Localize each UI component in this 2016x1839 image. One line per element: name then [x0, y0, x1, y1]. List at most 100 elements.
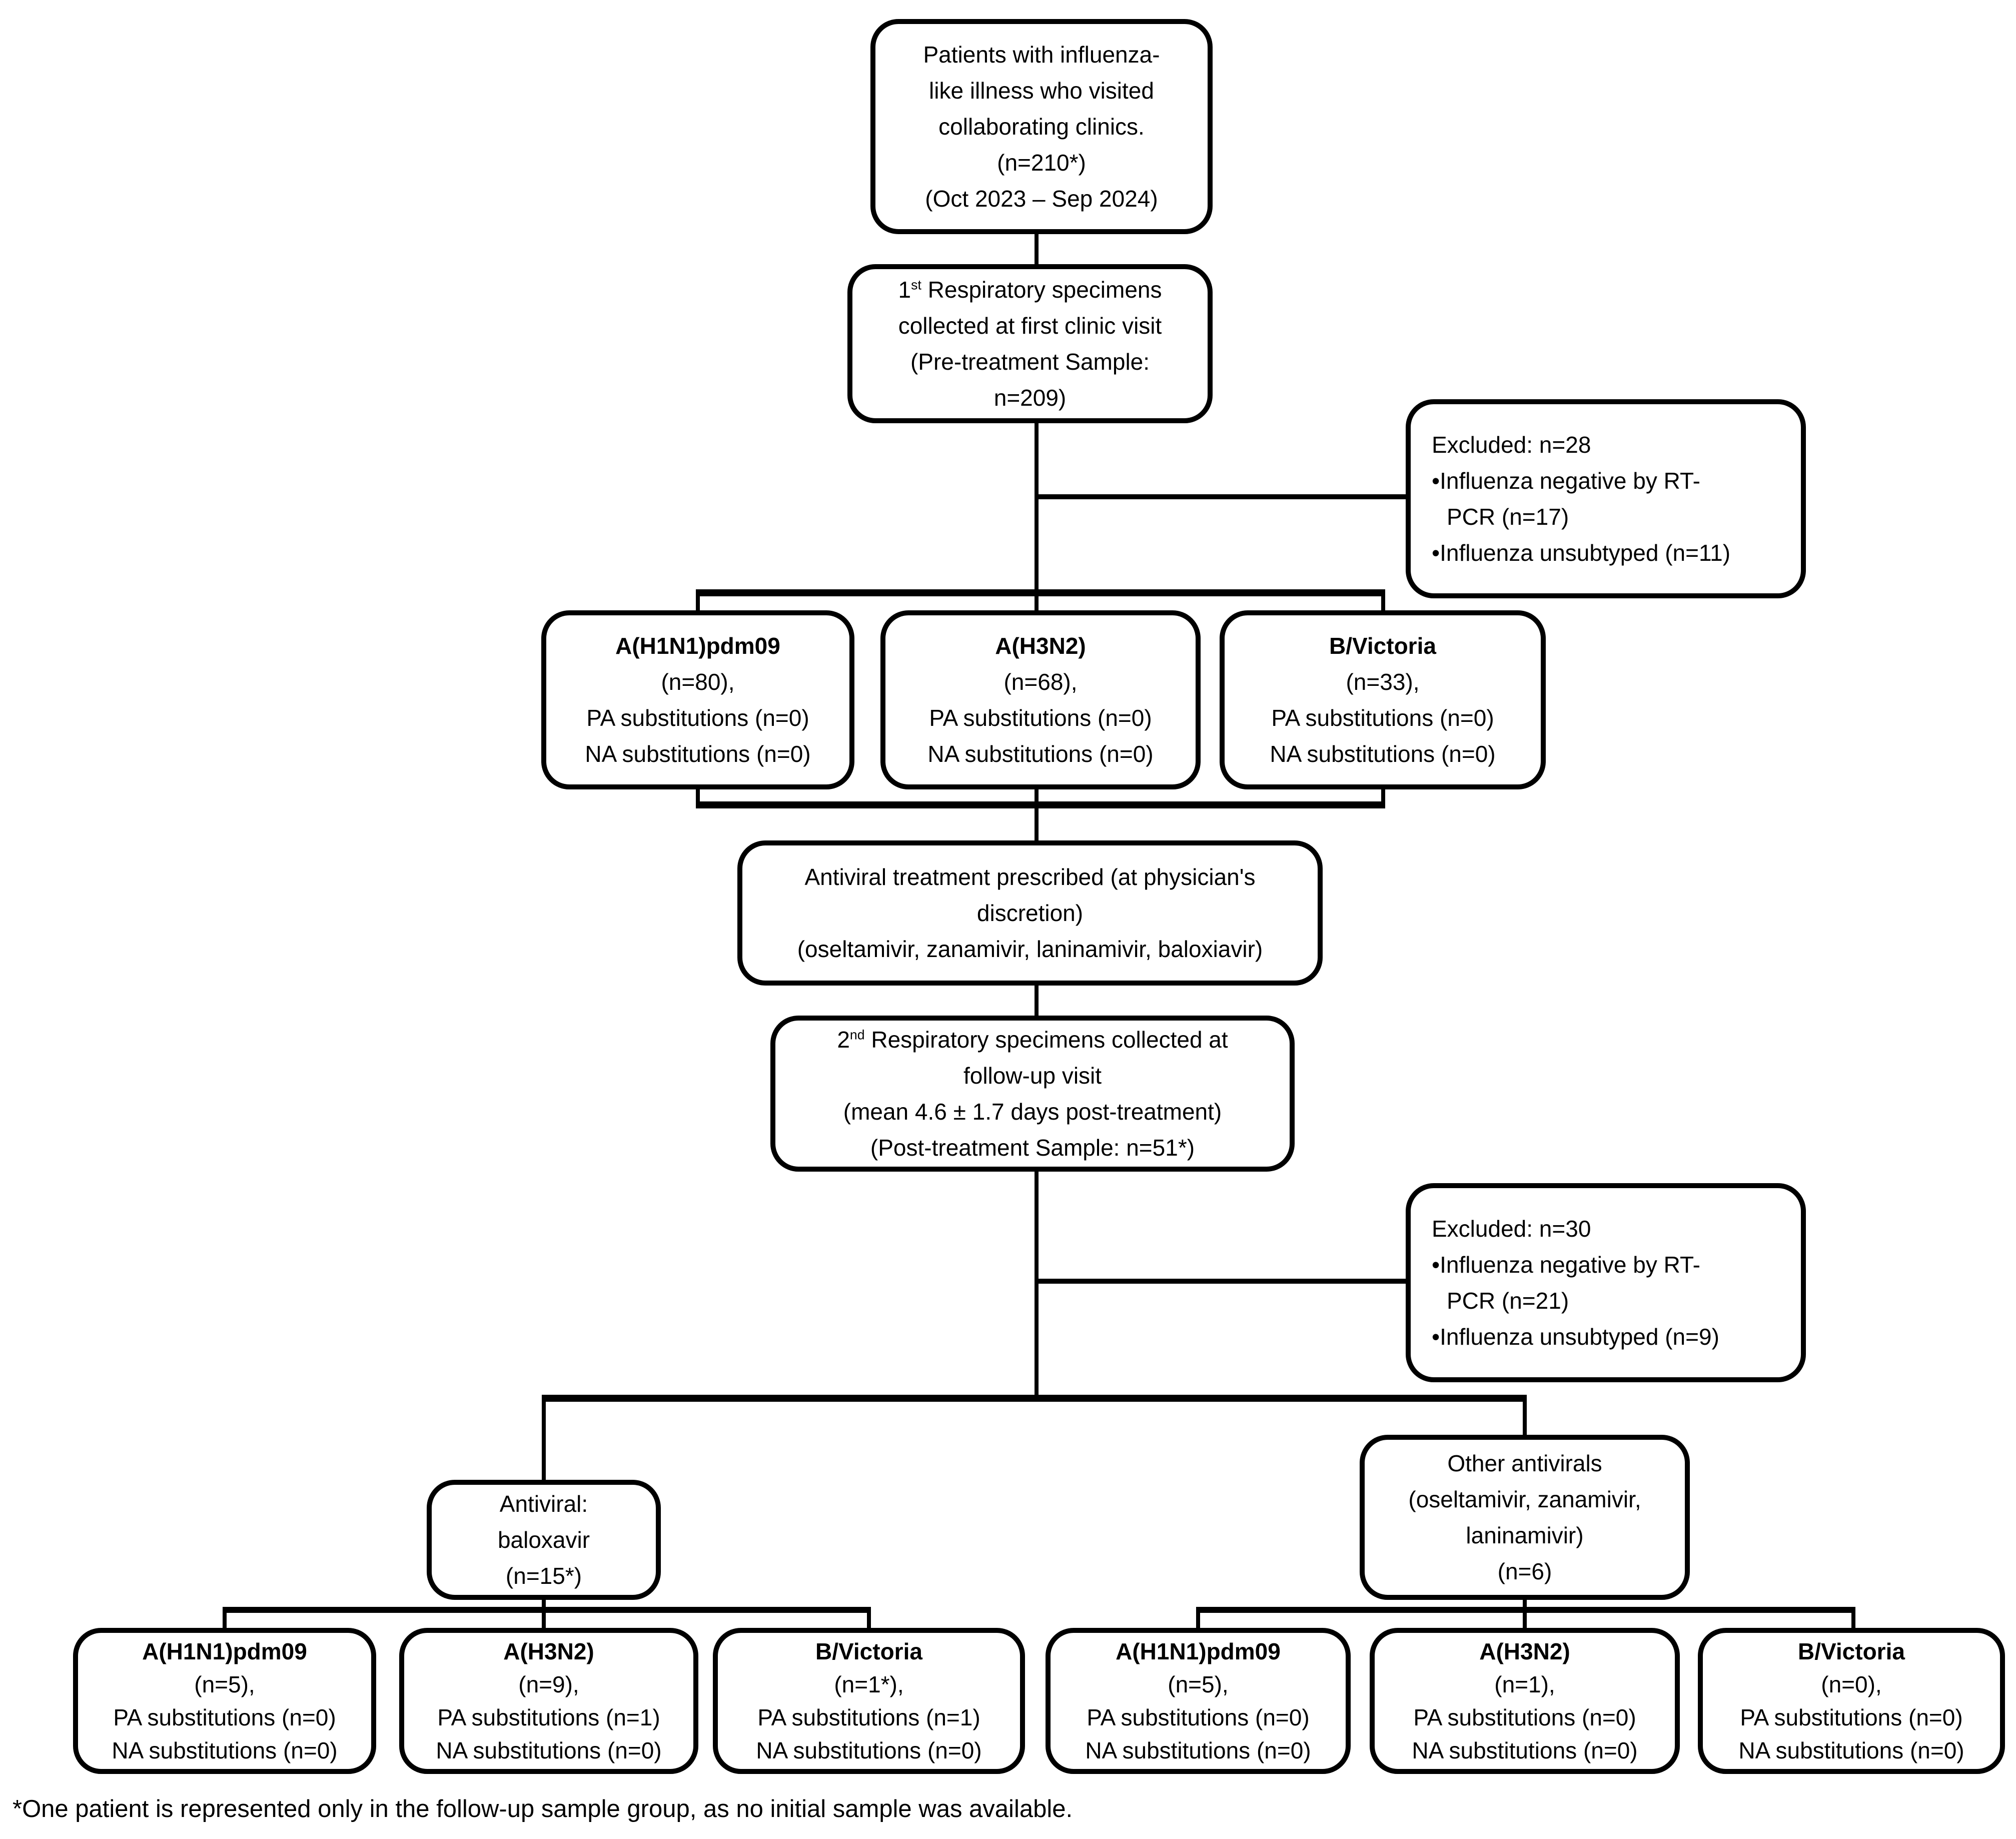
flow-node-line: (oseltamivir, zanamivir, [1408, 1486, 1641, 1512]
flow-node-line: (Oct 2023 – Sep 2024) [925, 186, 1158, 212]
flow-node-line: PCR (n=21) [1447, 1288, 1569, 1314]
flow-node-line: collaborating clinics. [938, 114, 1145, 140]
flow-node-line: PA substitutions (n=0) [1413, 1704, 1636, 1730]
flow-node-line: (n=1*), [834, 1671, 904, 1697]
node-patients: Patients with influenza-like illness who… [870, 19, 1213, 234]
flow-node-line: 2nd Respiratory specimens collected at [837, 1027, 1228, 1053]
node-antiviral-treatment: Antiviral treatment prescribed (at physi… [737, 840, 1323, 986]
flow-node-line: (n=33), [1346, 669, 1420, 695]
node-h1n1-other: A(H1N1)pdm09 (n=5), PA substitutions (n=0)… [1046, 1628, 1351, 1774]
node-h1n1-baloxavir: A(H1N1)pdm09(n=5),PA substitutions (n=0)… [73, 1628, 376, 1774]
flow-node-line: A(H1N1)pdm09 [615, 633, 780, 659]
flow-node-line: A(H3N2) [503, 1638, 594, 1664]
node-first-specimens: 1st Respiratory specimens collected at fi… [847, 264, 1213, 423]
flow-node-line: baloxavir [497, 1527, 590, 1553]
flow-node-line: (n=80), [661, 669, 735, 695]
flow-node-line: PA substitutions (n=1) [437, 1704, 660, 1730]
node-bvictoria-pre: B/Victoria(n=33),PA substitutions (n=0)N… [1220, 610, 1546, 789]
node-excluded-post: Excluded: n=30 •Influenza negative by RT-… [1406, 1183, 1806, 1382]
flow-node-line: NA substitutions (n=0) [927, 741, 1154, 767]
flow-node-line: •Influenza unsubtyped (n=11) [1432, 540, 1731, 566]
connector-line [1035, 1169, 1039, 1399]
node-h3n2-other: A(H3N2) (n=1), PA substitutions (n=0) NA su… [1370, 1628, 1680, 1774]
flow-node-line: (oseltamivir, zanamivir, laninamivir, ba… [797, 936, 1263, 962]
flow-node-line: (Pre-treatment Sample: [910, 349, 1150, 375]
flow-node-line: NA substitutions (n=0) [1085, 1737, 1311, 1763]
flow-node-line: NA substitutions (n=0) [112, 1737, 338, 1763]
flow-node-line: collected at first clinic visit [898, 313, 1162, 339]
flow-node-line: A(H3N2) [1479, 1638, 1570, 1664]
connector-line [1035, 983, 1039, 1019]
connector-line [1037, 494, 1407, 499]
flow-node-line: (mean 4.6 ± 1.7 days post-treatment) [843, 1099, 1222, 1125]
flow-node-line: •Influenza unsubtyped (n=9) [1432, 1324, 1719, 1350]
flow-node-line: laninamivir) [1466, 1522, 1584, 1548]
connector-line [542, 1597, 546, 1631]
flow-node-line: Excluded: n=30 [1432, 1216, 1591, 1242]
connector-line [1035, 420, 1039, 616]
flow-node-line: PA substitutions (n=0) [586, 705, 809, 731]
flow-node-line: Excluded: n=28 [1432, 432, 1591, 458]
connector-line [542, 1395, 1527, 1402]
flow-node-line: NA substitutions (n=0) [585, 741, 811, 767]
connector-line [1381, 593, 1385, 616]
flow-node-line: NA substitutions (n=0) [1270, 741, 1496, 767]
flow-node-line: A(H1N1)pdm09 [1116, 1638, 1281, 1664]
node-bvictoria-baloxavir: B/Victoria (n=1*), PA substitutions (n=1) N… [713, 1628, 1025, 1774]
flow-node-line: like illness who visited [929, 78, 1154, 104]
flow-node-line: (n=6) [1497, 1558, 1552, 1584]
flow-node-line: NA substitutions (n=0) [1412, 1737, 1638, 1763]
flow-node-line: PA substitutions (n=0) [1740, 1704, 1963, 1730]
flow-node-line: n=209) [993, 385, 1067, 411]
flow-node-line: (n=210*) [997, 150, 1086, 176]
connector-line [696, 801, 1385, 808]
connector-line [1851, 1610, 1855, 1631]
node-h3n2-baloxavir: A(H3N2) (n=9), PA substitutions (n=1) NA su… [399, 1628, 698, 1774]
flow-node-line: Other antivirals [1447, 1450, 1602, 1476]
connector-line [1196, 1607, 1855, 1613]
node-second-specimens: 2nd Respiratory specimens collected at fo… [770, 1016, 1295, 1172]
flow-node-line: NA substitutions (n=0) [436, 1737, 662, 1763]
flow-node-line: PA substitutions (n=1) [757, 1704, 980, 1730]
node-h1n1-pre: A(H1N1)pdm09 (n=80), PA substitutions (n=0… [541, 610, 854, 789]
flow-node-line: B/Victoria [815, 1638, 922, 1664]
node-bvictoria-other: B/Victoria(n=0),PA substitutions (n=0)NA… [1698, 1628, 2005, 1774]
connector-line [223, 1610, 227, 1631]
node-baloxavir-group: Antiviral: baloxavir (n=15*) [427, 1480, 661, 1600]
flow-node-line: NA substitutions (n=0) [756, 1737, 982, 1763]
connector-line [696, 785, 700, 807]
flow-node-line: Patients with influenza- [923, 42, 1160, 68]
connector-line [1523, 1399, 1527, 1439]
flow-node-line: (Post-treatment Sample: n=51*) [870, 1135, 1195, 1161]
flow-node-line: PA substitutions (n=0) [929, 705, 1152, 731]
connector-line [223, 1607, 871, 1613]
flow-node-line: (n=9), [518, 1671, 579, 1697]
flow-node-line: (n=15*) [505, 1563, 582, 1589]
flow-node-line: (n=1), [1494, 1671, 1555, 1697]
connector-line [1037, 1279, 1407, 1284]
flow-node-line: PA substitutions (n=0) [1271, 705, 1494, 731]
connector-line [696, 589, 1385, 596]
connector-line [1523, 1597, 1527, 1631]
flow-node-line: PA substitutions (n=0) [113, 1704, 336, 1730]
flow-node-line: follow-up visit [963, 1063, 1102, 1089]
connector-line [1381, 785, 1385, 807]
connector-line [542, 1399, 546, 1484]
node-h3n2-pre: A(H3N2)(n=68),PA substitutions (n=0)NA s… [880, 610, 1201, 789]
flow-node-line: (n=68), [1003, 669, 1078, 695]
flow-node-line: 1st Respiratory specimens [898, 277, 1162, 303]
connector-line [696, 593, 700, 616]
flow-node-line: (n=5), [1168, 1671, 1229, 1697]
connector-line [1035, 231, 1039, 267]
footnote: *One patient is represented only in the … [13, 1795, 1073, 1822]
flow-node-line: •Influenza negative by RT- [1432, 468, 1700, 494]
flow-node-line: Antiviral treatment prescribed (at physi… [804, 864, 1256, 890]
flow-node-line: Antiviral: [499, 1491, 588, 1517]
flow-node-line: A(H1N1)pdm09 [142, 1638, 307, 1664]
flow-node-line: •Influenza negative by RT- [1432, 1252, 1700, 1278]
connector-line [867, 1610, 871, 1631]
flow-node-line: PA substitutions (n=0) [1087, 1704, 1310, 1730]
flow-node-line: B/Victoria [1798, 1638, 1905, 1664]
flow-node-line: PCR (n=17) [1447, 504, 1569, 530]
